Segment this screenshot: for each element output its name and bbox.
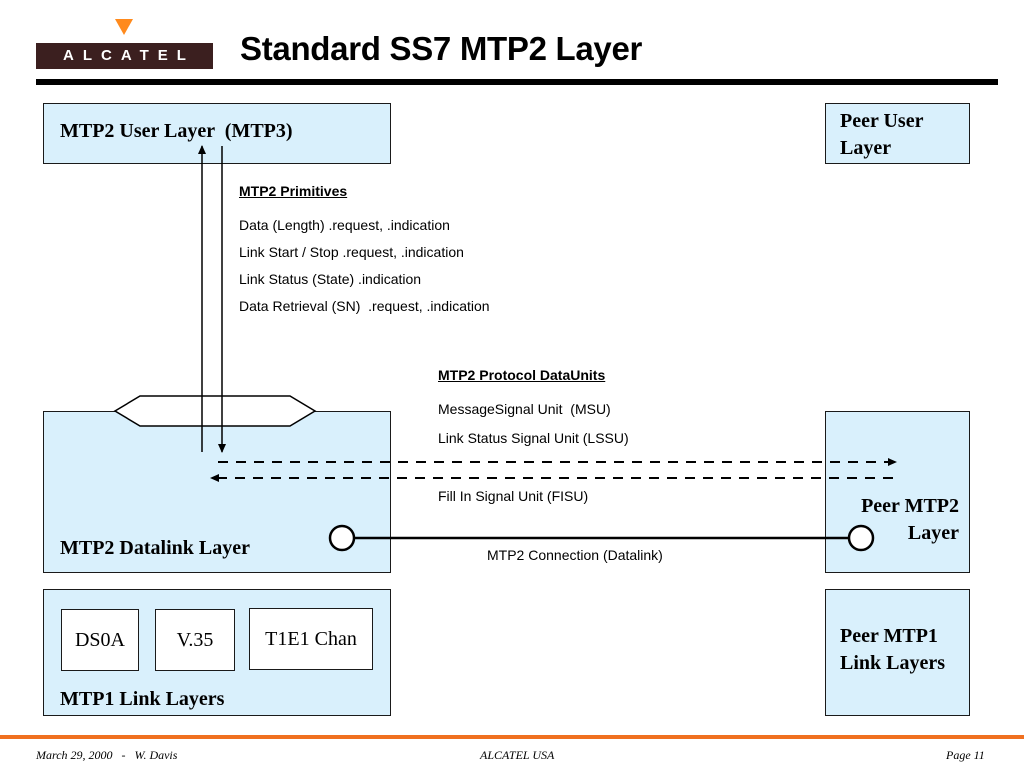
peer-mtp2-layer-label: Peer MTP2 Layer bbox=[861, 495, 959, 544]
mtp2-user-layer-box: MTP2 User Layer (MTP3) bbox=[43, 103, 391, 164]
service-access-hexagon bbox=[113, 395, 317, 427]
connection-endpoint-left bbox=[328, 524, 356, 552]
primitives-heading: MTP2 Primitives bbox=[239, 183, 348, 199]
interface-t1e1-chan: T1E1 Chan bbox=[249, 608, 373, 670]
peer-mtp1-link-layers-label: Peer MTP1 Link Layers bbox=[840, 625, 946, 674]
interface-ds0a: DS0A bbox=[61, 609, 139, 671]
footer-rule bbox=[0, 735, 1024, 739]
peer-user-layer-box: Peer User Layer bbox=[825, 103, 970, 164]
peer-mtp2-layer-box: Peer MTP2 Layer bbox=[825, 411, 970, 573]
mtp2-user-layer-label: MTP2 User Layer (MTP3) bbox=[60, 120, 293, 142]
mtp2-datalink-layer-label: MTP2 Datalink Layer bbox=[60, 537, 250, 559]
protocol-unit-item: Fill In Signal Unit (FISU) bbox=[438, 488, 589, 504]
primitive-item: Link Start / Stop .request, .indication bbox=[239, 244, 464, 260]
primitive-item: Data (Length) .request, .indication bbox=[239, 217, 450, 233]
alcatel-logo: ALCATEL bbox=[36, 43, 213, 69]
primitive-item: Link Status (State) .indication bbox=[239, 271, 422, 287]
peer-user-layer-label: Peer User Layer bbox=[840, 110, 924, 159]
footer-page-number: Page 11 bbox=[946, 748, 985, 762]
header-rule bbox=[36, 79, 998, 85]
mtp1-link-layers-label: MTP1 Link Layers bbox=[60, 688, 225, 710]
protocol-unit-item: Link Status Signal Unit (LSSU) bbox=[438, 430, 629, 446]
interface-v35: V.35 bbox=[155, 609, 235, 671]
protocol-units-heading: MTP2 Protocol DataUnits bbox=[438, 367, 606, 383]
connection-label: MTP2 Connection (Datalink) bbox=[487, 547, 663, 563]
footer-company: ALCATEL USA bbox=[480, 748, 555, 762]
connection-endpoint-right bbox=[847, 524, 875, 552]
peer-mtp1-link-layers-box: Peer MTP1 Link Layers bbox=[825, 589, 970, 716]
page-title: Standard SS7 MTP2 Layer bbox=[240, 30, 643, 67]
footer-date-author: March 29, 2000 - W. Davis bbox=[36, 748, 178, 762]
primitive-item: Data Retrieval (SN) .request, .indicatio… bbox=[239, 298, 490, 314]
protocol-unit-item: MessageSignal Unit (MSU) bbox=[438, 401, 611, 417]
logo-triangle-icon bbox=[115, 19, 133, 35]
